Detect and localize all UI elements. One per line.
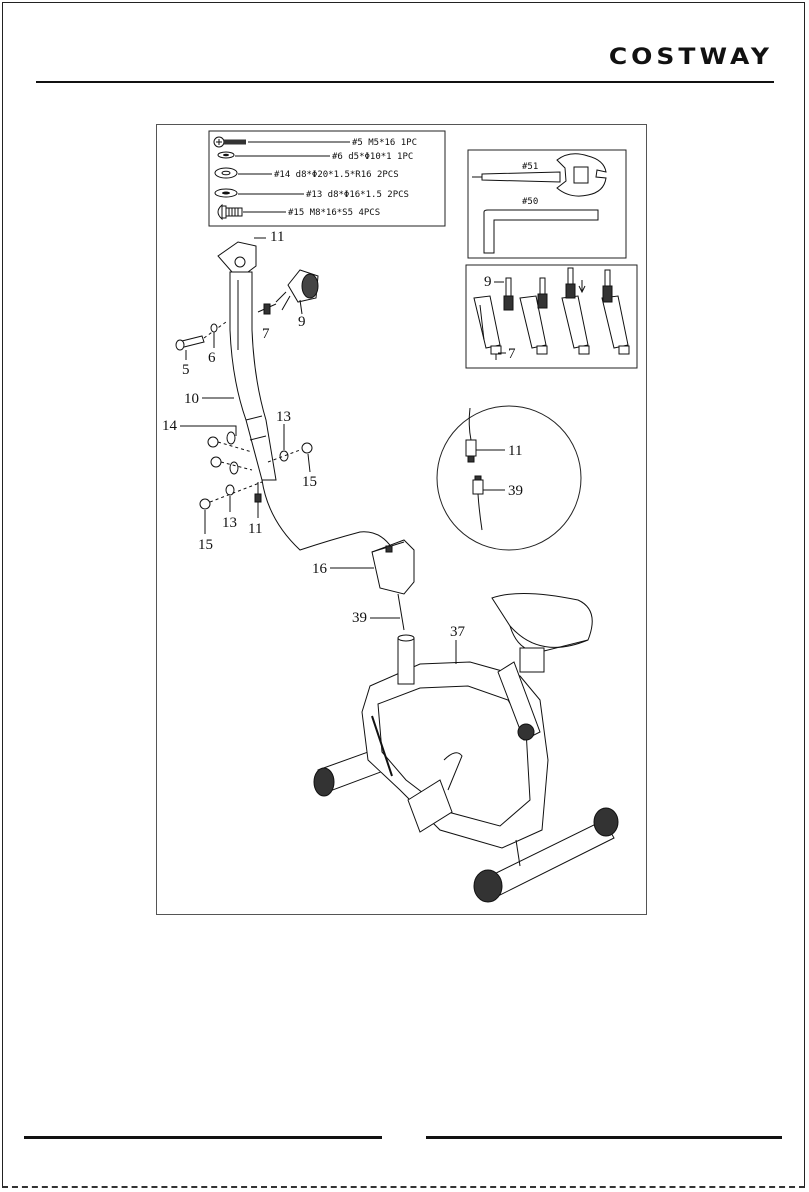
bolt-15-icon <box>218 205 242 219</box>
bike-frame-37-icon <box>314 593 618 902</box>
hardware-item-13: #13 d8*Φ16*1.5 2PCS <box>306 190 409 200</box>
allen-key-50-icon <box>484 210 598 253</box>
hardware-item-6: #6 d5*Φ10*1 1PC <box>332 152 413 162</box>
part-15-bottom-label: 15 <box>198 537 213 553</box>
part-15-right-label: 15 <box>302 474 317 490</box>
console-cover-16-icon <box>372 540 414 630</box>
part-11-top-label: 11 <box>270 229 284 245</box>
zoom-part-39-label: 39 <box>508 483 523 499</box>
part-10-label: 10 <box>184 391 199 407</box>
washer-6-icon <box>218 152 234 158</box>
part-13-right-label: 13 <box>276 409 291 425</box>
hardware-item-5: #5 M5*16 1PC <box>352 138 417 148</box>
inset-part-9-label: 9 <box>484 274 492 290</box>
inset-part-7-label: 7 <box>508 346 516 362</box>
cable-zoom-circle <box>437 406 581 550</box>
hardware-item-14: #14 d8*Φ20*1.5*R16 2PCS <box>274 170 399 180</box>
part-13-bottom-label: 13 <box>222 515 237 531</box>
curved-washer-14-icon <box>215 168 237 178</box>
hardware-item-15: #15 M8*16*S5 4PCS <box>288 208 380 218</box>
part-37-label: 37 <box>450 624 466 640</box>
part-5-label: 5 <box>182 362 190 378</box>
tension-knob-9-icon <box>276 270 318 310</box>
part-7-label: 7 <box>262 326 270 342</box>
screw-5-icon <box>214 137 246 147</box>
part-6-label: 6 <box>208 350 216 366</box>
part-39-label: 39 <box>352 610 367 626</box>
flat-washer-13-icon <box>215 189 237 197</box>
combination-wrench-51-icon <box>472 154 606 196</box>
screw-5-installed-icon <box>176 322 226 350</box>
part-14-label: 14 <box>162 418 178 434</box>
cable-connectors-zoom-icon <box>466 408 483 530</box>
tool-50-label: #50 <box>522 197 538 207</box>
part-16-label: 16 <box>312 561 328 577</box>
part-9-label: 9 <box>298 314 306 330</box>
screw-7-icon <box>258 304 276 314</box>
part-11-bottom-label: 11 <box>248 521 262 537</box>
zoom-part-11-label: 11 <box>508 443 522 459</box>
tool-51-label: #51 <box>522 162 538 172</box>
